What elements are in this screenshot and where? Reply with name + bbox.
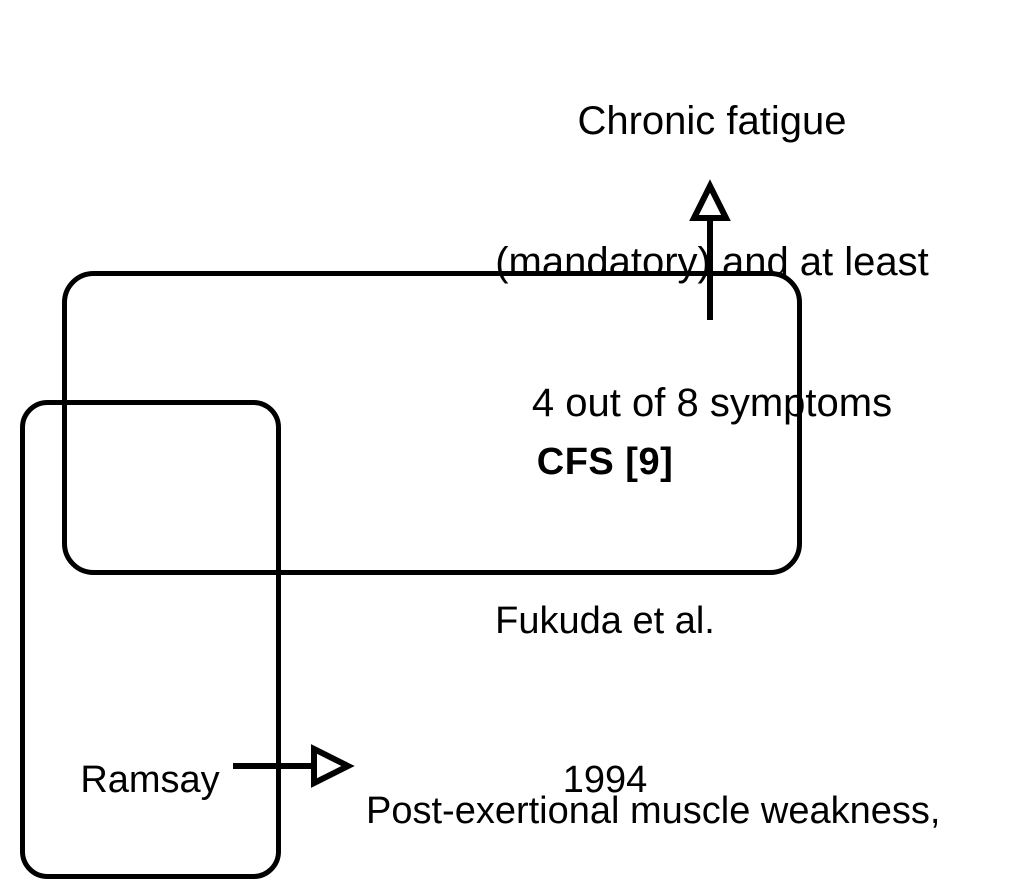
cfs-box-year: 1994 bbox=[562, 759, 648, 801]
cfs-criteria-line-3: 4 out of 8 symptoms bbox=[531, 381, 893, 425]
cfs-box-outline bbox=[62, 271, 802, 575]
cfs-arrow-head-icon bbox=[689, 179, 731, 221]
me-box-outline bbox=[20, 400, 281, 879]
cfs-arrow bbox=[689, 179, 731, 320]
cfs-criteria-callout: Chronic fatigue (mandatory) and at least… bbox=[412, 4, 1012, 521]
me-criteria-line-1: Post-exertional muscle weakness, bbox=[366, 790, 941, 832]
cfs-box-author: Fukuda et al. bbox=[495, 600, 715, 642]
me-box-author: Ramsay bbox=[80, 759, 220, 801]
me-arrow-head-icon bbox=[311, 744, 355, 788]
cfs-criteria-line-1: Chronic fatigue bbox=[577, 99, 847, 143]
cfs-box-label: CFS [9] Fukuda et al. 1994 bbox=[405, 330, 805, 895]
me-arrow bbox=[233, 744, 355, 788]
cfs-criteria-line-2: (mandatory) and at least bbox=[495, 240, 929, 284]
me-box-label: Ramsay 1988 ME [5,6] bbox=[22, 650, 278, 895]
me-criteria-callout: Post-exertional muscle weakness, neurolo… bbox=[366, 694, 1006, 895]
cfs-box-title: CFS [9] bbox=[536, 441, 674, 483]
